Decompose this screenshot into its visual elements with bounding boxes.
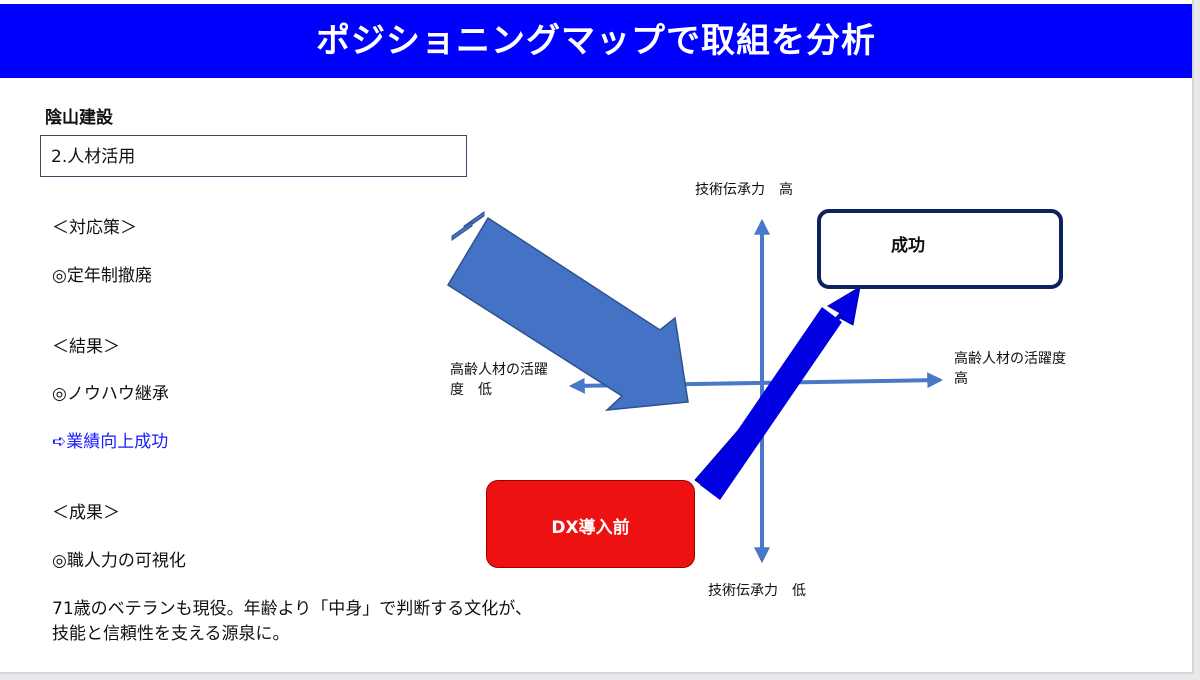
topic-label: 2.人材活用 [51, 147, 136, 167]
results-heading: ＜結果＞ [52, 337, 120, 357]
footer-line-2: 技能と信頼性を支える源泉に。 [52, 624, 290, 644]
x-axis-right-line-2: 高 [954, 371, 968, 387]
x-axis-left-label: 高齢人材の活躍 度 低 [450, 360, 548, 400]
x-axis-right-label: 高齢人材の活躍度 高 [954, 349, 1066, 389]
outcome-item: ◎職人力の可視化 [52, 551, 186, 571]
result-item: ◎ノウハウ継承 [52, 384, 169, 404]
before-dx-label: DX導入前 [551, 518, 630, 538]
title-bar: ポジショニングマップで取組を分析 [0, 4, 1192, 78]
x-axis-left-line-1: 高齢人材の活躍 [450, 362, 548, 378]
measures-heading: ＜対応策＞ [52, 218, 137, 238]
measure-item: ◎定年制撤廃 [52, 266, 152, 286]
large-arrow-icon [446, 211, 689, 411]
footer-note: 71歳のベテランも現役。年齢より「中身」で判断する文化が、 技能と信頼性を支える… [52, 597, 532, 647]
slide-title: ポジショニングマップで取組を分析 [316, 21, 876, 61]
topic-box: 2.人材活用 [40, 135, 467, 177]
x-axis-right-line-1: 高齢人材の活躍度 [954, 351, 1066, 367]
x-axis-left-line-2: 度 低 [450, 382, 492, 398]
success-label: 成功 [891, 236, 925, 256]
before-dx-box: DX導入前 [486, 480, 695, 568]
y-axis-bottom-label: 技術伝承力 低 [708, 583, 806, 599]
growth-arrow-icon [694, 286, 861, 500]
footer-line-1: 71歳のベテランも現役。年齢より「中身」で判断する文化が、 [52, 599, 532, 619]
success-box: 成功 [817, 209, 1063, 289]
outcome-heading: ＜成果＞ [52, 503, 120, 523]
company-name: 陰山建設 [45, 108, 113, 128]
y-axis-top-label: 技術伝承力 高 [695, 182, 793, 198]
result-highlight: ➪業績向上成功 [52, 432, 169, 452]
